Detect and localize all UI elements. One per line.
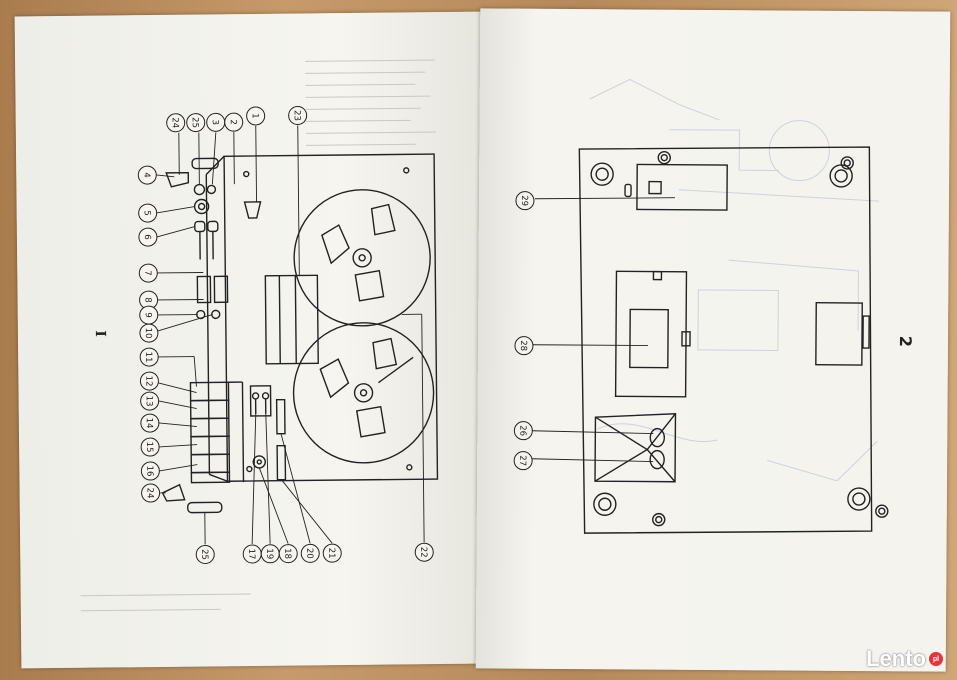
page-number: 2 (896, 336, 915, 347)
callouts-left: 4 5 6 7 8 9 10 11 12 13 14 15 16 24 (137, 165, 161, 503)
callout-circle: 9 (139, 305, 159, 325)
meter-left (196, 275, 212, 304)
mode-lever (243, 201, 262, 219)
leader-lines (532, 197, 675, 463)
svg-text:21: 21 (326, 548, 336, 559)
svg-text:20: 20 (304, 548, 314, 559)
svg-text:1: 1 (250, 113, 260, 119)
side-panel (815, 302, 863, 366)
meter-right (213, 275, 229, 304)
tape-recorder-front-diagram: 24 25 3 2 1 23 4 5 6 7 8 9 10 11 12 13 1… (80, 59, 439, 612)
top-foot (191, 157, 219, 170)
svg-text:6: 6 (142, 234, 152, 240)
callout-circle: 12 (139, 371, 159, 391)
callout-circle: 25 (186, 113, 206, 133)
svg-text:14: 14 (144, 418, 154, 429)
deck-outline (223, 153, 439, 482)
callout-circle: 5 (138, 203, 158, 223)
svg-text:3: 3 (210, 120, 220, 126)
callout-circle: 15 (140, 437, 160, 457)
svg-text:23: 23 (292, 110, 302, 121)
callout-circle: 16 (140, 461, 160, 481)
svg-text:18: 18 (282, 548, 292, 559)
callout-circle: 20 (300, 543, 320, 563)
left-manual-page: 24 25 3 2 1 23 4 5 6 7 8 9 10 11 12 13 1… (14, 11, 488, 669)
mic-inputs (249, 385, 272, 417)
svg-text:10: 10 (143, 328, 153, 339)
lento-watermark: Lento pl (866, 646, 943, 672)
base-plate-outline (578, 146, 873, 534)
upper-reel (293, 189, 431, 327)
svg-text:27: 27 (517, 455, 527, 466)
svg-text:8: 8 (143, 297, 153, 303)
slider-control (275, 398, 286, 435)
callout-circle: 19 (260, 544, 280, 564)
svg-text:7: 7 (142, 270, 152, 276)
callout-circle: 29 (515, 191, 535, 211)
side-handle-top (165, 171, 190, 188)
callouts-top: 24 25 3 2 1 23 (166, 105, 308, 133)
callout-circle: 24 (166, 113, 186, 133)
rubber-feet (590, 162, 871, 516)
svg-text:24: 24 (170, 117, 180, 128)
callout-circle: 27 (513, 451, 533, 471)
callout-circle: 17 (242, 544, 262, 564)
svg-text:12: 12 (143, 376, 153, 387)
watermark-text: Lento (866, 646, 926, 671)
callout-circle: 14 (140, 413, 160, 433)
callout-circle: 26 (513, 421, 533, 441)
callout-circle: 4 (137, 165, 157, 185)
svg-text:26: 26 (517, 425, 527, 436)
watermark-badge: pl (929, 652, 943, 666)
callout-circle: 11 (139, 347, 159, 367)
bottom-foot (187, 501, 223, 514)
svg-text:2: 2 (228, 119, 238, 125)
head-cover (264, 274, 319, 365)
svg-text:9: 9 (143, 312, 153, 318)
svg-text:22: 22 (418, 547, 428, 558)
svg-text:28: 28 (518, 340, 528, 351)
svg-text:25: 25 (190, 117, 200, 128)
show-through-schematic (589, 78, 880, 482)
callout-circle: 2 (224, 112, 244, 132)
callout-circle: 24 (141, 483, 161, 503)
callout-circle: 23 (288, 105, 308, 125)
figure-numeral: I (92, 330, 108, 337)
callout-circle: 6 (138, 227, 158, 247)
callout-circle: 18 (278, 544, 298, 564)
svg-text:5: 5 (142, 210, 152, 216)
svg-text:11: 11 (143, 352, 153, 363)
connector-housing (594, 413, 677, 483)
lower-reel (292, 322, 435, 464)
show-through-text (80, 59, 436, 612)
tape-recorder-bottom-diagram: 29 28 26 27 2 (513, 78, 915, 534)
side-handle-bottom (161, 483, 186, 502)
right-manual-page: 29 28 26 27 2 (475, 8, 951, 672)
callout-circle: 3 (206, 112, 226, 132)
callout-circle: 21 (322, 543, 342, 563)
svg-text:15: 15 (144, 442, 154, 453)
callout-circle: 22 (414, 542, 434, 562)
svg-text:19: 19 (264, 548, 274, 559)
svg-text:25: 25 (199, 549, 209, 560)
svg-text:13: 13 (144, 396, 154, 407)
callout-circle: 25 (195, 544, 215, 564)
battery-compartment (636, 163, 728, 211)
callouts-bottom: 25 17 19 18 20 21 22 (195, 542, 434, 564)
callout-circle: 28 (514, 336, 534, 356)
piano-key-buttons (189, 381, 245, 484)
svg-text:29: 29 (519, 195, 529, 206)
access-panel (614, 270, 688, 398)
svg-text:16: 16 (144, 466, 154, 477)
callout-circle: 1 (246, 106, 266, 126)
svg-text:17: 17 (246, 549, 256, 560)
callout-circle: 13 (140, 391, 160, 411)
callout-circle: 10 (139, 323, 159, 343)
svg-text:24: 24 (145, 488, 155, 499)
leader-lines (156, 125, 425, 545)
svg-text:4: 4 (141, 172, 151, 178)
callout-circle: 7 (138, 263, 158, 283)
